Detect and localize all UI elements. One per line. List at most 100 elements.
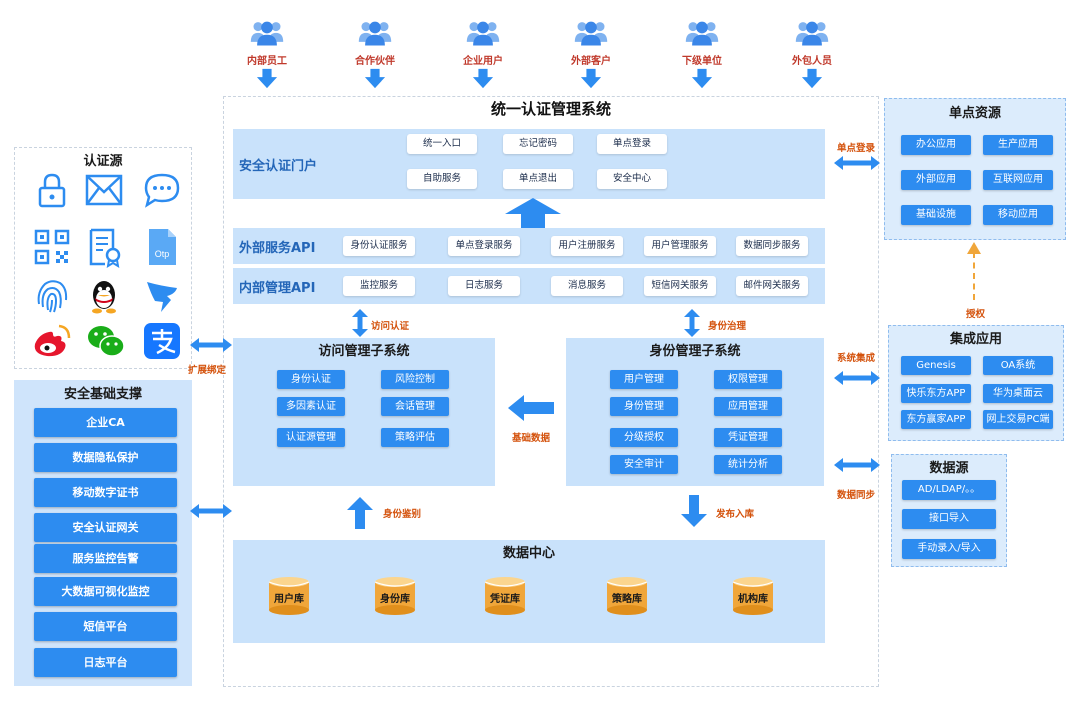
org-db: 机构库 xyxy=(731,576,775,616)
qrcode-icon xyxy=(34,229,70,265)
permission-manage-item[interactable]: 权限管理 xyxy=(714,370,782,389)
production-app-item[interactable]: 生产应用 xyxy=(983,135,1053,155)
monitor-service[interactable]: 监控服务 xyxy=(343,276,415,296)
user-db: 用户库 xyxy=(267,576,311,616)
identity-auth-service[interactable]: 身份认证服务 xyxy=(343,236,415,256)
authorize-label: 授权 xyxy=(966,309,986,320)
access-title: 访问管理子系统 xyxy=(318,344,410,359)
user-label: 外包人员 xyxy=(792,56,832,67)
data-sync-service[interactable]: 数据同步服务 xyxy=(736,236,808,256)
up-arrow-icon xyxy=(347,497,373,529)
access-subsystem: 访问管理子系统 身份认证 风险控制 多因素认证 会话管理 认证源管理 策略评估 xyxy=(233,338,495,486)
security-audit-item[interactable]: 安全审计 xyxy=(610,455,678,474)
db-label: 身份库 xyxy=(380,594,410,605)
policy-eval-item[interactable]: 策略评估 xyxy=(381,428,449,447)
external-app-item[interactable]: 外部应用 xyxy=(901,170,971,190)
double-arrow-icon xyxy=(834,156,880,170)
db-label: 凭证库 xyxy=(490,594,520,605)
mail-gateway-service[interactable]: 邮件网关服务 xyxy=(736,276,808,296)
genesis-item[interactable]: Genesis xyxy=(901,356,971,375)
identity-gov-label: 身份治理 xyxy=(708,321,747,332)
data-privacy-item[interactable]: 数据隐私保护 xyxy=(34,443,177,472)
integration-title: 集成应用 xyxy=(949,332,1002,347)
mobile-app-item[interactable]: 移动应用 xyxy=(983,205,1053,225)
user-group-icon xyxy=(684,18,720,46)
credential-manage-item[interactable]: 凭证管理 xyxy=(714,428,782,447)
identity-title: 身份管理子系统 xyxy=(649,344,741,359)
user-manage-service[interactable]: 用户管理服务 xyxy=(644,236,716,256)
security-gateway-item[interactable]: 安全认证网关 xyxy=(34,513,177,542)
user-group-icon xyxy=(249,18,285,46)
sso-resources-title: 单点资源 xyxy=(948,106,1001,121)
oa-system-item[interactable]: OA系统 xyxy=(983,356,1053,375)
lock-icon xyxy=(38,173,66,208)
risk-control-item[interactable]: 风险控制 xyxy=(381,370,449,389)
security-portal: 安全认证门户 统一入口 忘记密码 单点登录 自助服务 单点退出 安全中心 xyxy=(233,129,825,199)
user-manage-item[interactable]: 用户管理 xyxy=(610,370,678,389)
main-title: 统一认证管理系统 xyxy=(490,100,611,118)
user-group-icon xyxy=(573,18,609,46)
credential-db: 凭证库 xyxy=(483,576,527,616)
user-outsourced: 外包人员 xyxy=(772,18,852,93)
online-trade-pc-item[interactable]: 网上交易PC端 xyxy=(983,410,1053,429)
chat-icon xyxy=(144,173,180,208)
user-label: 外部客户 xyxy=(571,56,611,67)
security-center-button[interactable]: 安全中心 xyxy=(597,169,667,189)
down-arrow-icon xyxy=(681,495,707,527)
base-data-label: 基础数据 xyxy=(512,433,551,444)
sms-platform-item[interactable]: 短信平台 xyxy=(34,612,177,641)
identity-manage-item[interactable]: 身份管理 xyxy=(610,397,678,416)
log-service[interactable]: 日志服务 xyxy=(448,276,520,296)
user-label: 下级单位 xyxy=(682,56,722,67)
qq-icon xyxy=(92,281,116,314)
service-alert-item[interactable]: 服务监控告警 xyxy=(34,544,177,573)
updown-arrow-icon xyxy=(352,309,368,337)
internet-app-item[interactable]: 互联网应用 xyxy=(983,170,1053,190)
identity-subsystem: 身份管理子系统 用户管理 权限管理 身份管理 应用管理 分级授权 凭证管理 安全… xyxy=(566,338,824,486)
user-external-customer: 外部客户 xyxy=(551,18,631,93)
tiered-auth-item[interactable]: 分级授权 xyxy=(610,428,678,447)
down-arrow-icon xyxy=(578,67,604,89)
double-arrow-icon xyxy=(190,338,232,352)
otp-text: Otp xyxy=(155,249,170,259)
bigdata-monitor-item[interactable]: 大数据可视化监控 xyxy=(34,577,177,606)
api-import-item[interactable]: 接口导入 xyxy=(902,509,996,529)
ad-ldap-item[interactable]: AD/LDAP/。。 xyxy=(902,480,996,500)
access-auth-label: 访问认证 xyxy=(371,321,410,332)
log-platform-item[interactable]: 日志平台 xyxy=(34,648,177,677)
otp-icon: Otp xyxy=(149,229,176,265)
message-service[interactable]: 消息服务 xyxy=(551,276,623,296)
sso-login-button[interactable]: 单点登录 xyxy=(597,134,667,154)
user-register-service[interactable]: 用户注册服务 xyxy=(551,236,623,256)
user-enterprise: 企业用户 xyxy=(443,18,523,93)
extend-bind-label: 扩展绑定 xyxy=(188,365,227,376)
alipay-icon xyxy=(144,323,180,359)
east-winner-app-item[interactable]: 东方赢家APP xyxy=(901,410,971,429)
office-app-item[interactable]: 办公应用 xyxy=(901,135,971,155)
auth-source-manage-item[interactable]: 认证源管理 xyxy=(277,428,345,447)
sms-gateway-service[interactable]: 短信网关服务 xyxy=(644,276,716,296)
session-manage-item[interactable]: 会话管理 xyxy=(381,397,449,416)
identity-auth-item[interactable]: 身份认证 xyxy=(277,370,345,389)
app-manage-item[interactable]: 应用管理 xyxy=(714,397,782,416)
statistics-item[interactable]: 统计分析 xyxy=(714,455,782,474)
db-label: 策略库 xyxy=(612,594,642,605)
internal-api-title: 内部管理API xyxy=(239,281,316,296)
user-subordinate: 下级单位 xyxy=(662,18,742,93)
left-arrow-icon xyxy=(508,395,554,421)
forgot-password-button[interactable]: 忘记密码 xyxy=(503,134,573,154)
mobile-cert-item[interactable]: 移动数字证书 xyxy=(34,478,177,507)
auth-source-title: 认证源 xyxy=(83,154,123,169)
sso-service[interactable]: 单点登录服务 xyxy=(448,236,520,256)
happy-east-app-item[interactable]: 快乐东方APP xyxy=(901,384,971,403)
self-service-button[interactable]: 自助服务 xyxy=(407,169,477,189)
mfa-item[interactable]: 多因素认证 xyxy=(277,397,345,416)
sso-logout-button[interactable]: 单点退出 xyxy=(503,169,573,189)
publish-store-label: 发布入库 xyxy=(716,509,755,520)
dingtalk-icon xyxy=(147,282,177,312)
enterprise-ca-item[interactable]: 企业CA xyxy=(34,408,177,437)
huawei-cloud-desktop-item[interactable]: 华为桌面云 xyxy=(983,384,1053,403)
manual-import-item[interactable]: 手动录入/导入 xyxy=(902,539,996,559)
infrastructure-item[interactable]: 基础设施 xyxy=(901,205,971,225)
unified-entry-button[interactable]: 统一入口 xyxy=(407,134,477,154)
